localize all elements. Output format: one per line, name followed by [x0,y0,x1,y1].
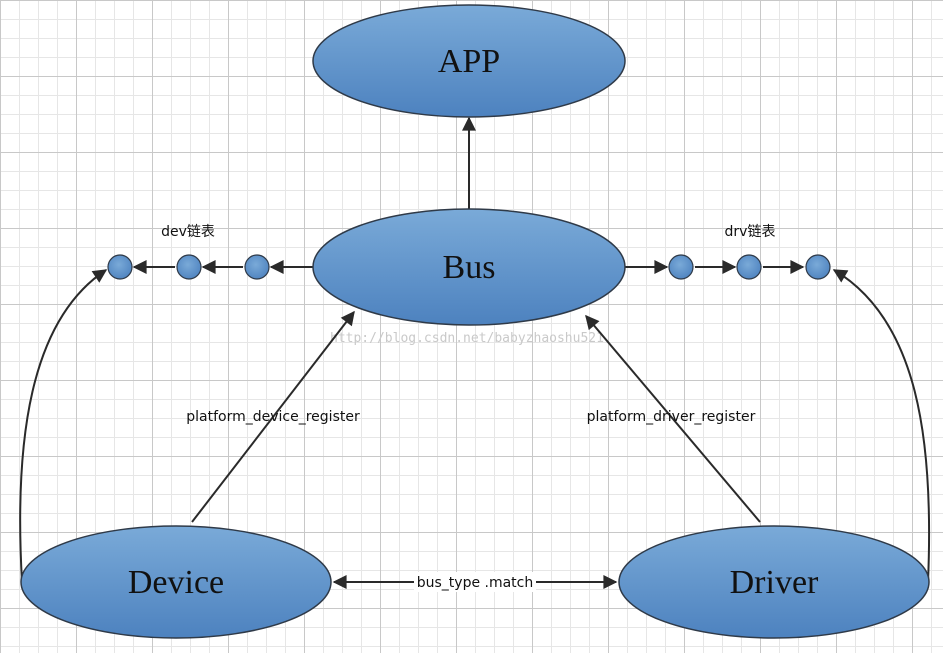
edge-device-register [191,310,355,523]
dev-list-label: dev链表 [161,224,215,240]
match-label: bus_type .match [417,575,534,591]
edge-driver-register [585,314,761,523]
drv-list-node-2 [736,254,762,280]
device-register-label: platform_device_register [186,409,360,425]
watermark: http://blog.csdn.net/babyzhaoshu521 [330,331,604,346]
driver-node [618,525,930,639]
app-label: APP [438,43,500,80]
dev-list-node-1 [107,254,133,280]
match-label-bg [414,572,536,592]
bus-label: Bus [443,249,496,286]
edges [19,116,931,589]
dev-list-node-3 [244,254,270,280]
edge-driver-to-drv-list [832,269,931,583]
drv-list-node-1 [668,254,694,280]
bus-node [312,208,626,326]
device-node [20,525,332,639]
main-nodes [20,4,930,639]
app-node [312,4,626,118]
list-nodes [107,254,831,280]
dev-list-node-2 [176,254,202,280]
drv-list-node-3 [805,254,831,280]
edge-device-to-dev-list [19,269,108,583]
device-label: Device [128,564,224,601]
driver-label: Driver [730,564,819,601]
driver-register-label: platform_driver_register [587,409,756,425]
drv-list-label: drv链表 [725,224,776,240]
